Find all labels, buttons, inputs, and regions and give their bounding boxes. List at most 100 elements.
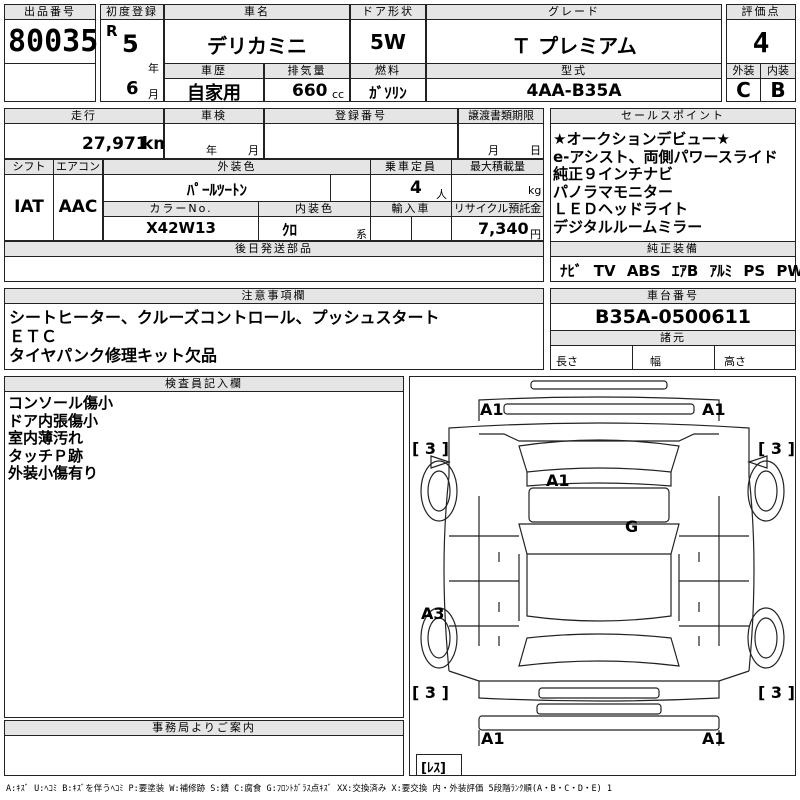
inspection-month-unit: 月 <box>248 144 259 157</box>
model-value: 4AA-B35A <box>526 81 622 101</box>
recycle-value: 7,340 <box>478 219 529 238</box>
reg-year-unit: 年 <box>148 62 159 75</box>
displacement-label: 排気量 <box>264 63 350 79</box>
shift-value: IAT <box>14 197 44 217</box>
interior-label: 内装 <box>760 63 796 79</box>
interior-color-box <box>258 216 371 241</box>
transfer-label: 譲渡書類期限 <box>458 108 544 124</box>
color-value: ﾊﾟｰﾙﾂｰﾄﾝ <box>186 181 247 199</box>
model-box <box>426 78 722 102</box>
tire-front-right: [ 3 ] <box>758 439 795 458</box>
car-name-label: 車名 <box>164 4 350 20</box>
inspector-line: コンソール傷小 <box>8 394 114 412</box>
grade-label: グレード <box>426 4 722 20</box>
first-reg-box <box>100 4 164 102</box>
door-label: ドア形状 <box>350 4 426 20</box>
later-parts-box <box>4 256 544 282</box>
shift-label: シフト <box>4 159 54 175</box>
import-box <box>370 216 412 241</box>
recycle-label: リサイクル預託金 <box>451 201 544 217</box>
reg-month-unit: 月 <box>148 88 159 101</box>
first-reg-label: 初度登録 <box>100 4 164 20</box>
inspector-line: タッチＰ跡 <box>8 446 84 465</box>
grade-value: Ｔ プレミアム <box>511 34 637 58</box>
inspection-year-unit: 年 <box>206 144 217 157</box>
later-parts-label: 後日発送部品 <box>4 241 544 257</box>
damage-a1-rear-right: A1 <box>702 729 726 748</box>
height-box <box>714 345 796 370</box>
history-box <box>164 78 264 102</box>
fuel-label: 燃料 <box>350 63 426 79</box>
car-name: デリカミニ <box>207 34 307 58</box>
exterior-label: 外装 <box>726 63 761 79</box>
lot-lower-box <box>4 63 96 102</box>
reg-year: 5 <box>122 30 139 58</box>
color-no-box <box>103 216 259 241</box>
equipment-label: 純正装備 <box>550 241 796 257</box>
mileage-box <box>4 123 164 159</box>
notes-line: タイヤパンク修理キット欠品 <box>9 346 218 365</box>
equipment-item: ﾅﾋﾞ <box>560 262 583 280</box>
notes-label: 注意事項欄 <box>4 288 544 304</box>
model-label: 型式 <box>426 63 722 79</box>
width-box <box>632 345 715 370</box>
transfer-day-unit: 日 <box>530 144 541 157</box>
length-box <box>550 345 633 370</box>
sales-item: パノラマモニター <box>553 182 674 201</box>
interior-color-label: 内装色 <box>258 201 371 217</box>
damage-a1-front-left: A1 <box>480 400 504 419</box>
chassis-value: B35A-0500611 <box>594 306 752 328</box>
capacity-unit: 人 <box>436 188 447 201</box>
displacement-box <box>264 78 350 102</box>
sales-item: ＬＥＤヘッドライト <box>553 200 689 218</box>
inspector-line: 室内薄汚れ <box>8 429 84 447</box>
legend: A:ｷｽﾞ U:ﾍｺﾐ B:ｷｽﾞを伴うﾍｺﾐ P:要塗装 W:補修跡 S:錆 … <box>6 784 612 794</box>
tire-front-left: [ 3 ] <box>412 439 449 458</box>
height-label: 高さ <box>724 355 746 368</box>
plate-label: 登録番号 <box>264 108 458 124</box>
transfer-box <box>458 123 544 159</box>
mileage-label: 走行 <box>4 108 164 124</box>
inspector-line: 外装小傷有り <box>8 464 99 482</box>
era: R <box>106 22 118 40</box>
ac-box <box>53 174 103 241</box>
capacity-value: 4 <box>410 178 422 198</box>
interior-color-value: ｸﾛ <box>282 221 298 239</box>
fuel-value: ｶﾞｿﾘﾝ <box>369 84 407 102</box>
fuel-box <box>350 78 426 102</box>
office-label: 事務局よりご案内 <box>4 720 404 736</box>
inspection-box <box>164 123 264 159</box>
damage-a3-side: A3 <box>421 604 445 623</box>
color-label: 外装色 <box>103 159 371 175</box>
recycle-box <box>451 216 544 241</box>
notes-line: シートヒーター、クルーズコントロール、プッシュスタート <box>9 308 440 327</box>
interior-color-unit: 系 <box>356 228 367 241</box>
color-no-label: カラーNo. <box>103 201 259 217</box>
score-value: 4 <box>752 26 770 59</box>
spare-tire-box <box>416 754 462 776</box>
color-no-value: X42W13 <box>146 219 216 237</box>
sales-item: 純正９インチナビ <box>553 165 674 183</box>
equipment-item: PW <box>776 262 800 280</box>
ac-value: AAC <box>58 197 98 217</box>
tire-rear-right: [ 3 ] <box>758 683 795 702</box>
sales-item: ★オークションデビュー★ <box>553 130 730 148</box>
exterior-value: C <box>736 78 751 102</box>
score-label: 評価点 <box>726 4 796 20</box>
color-extra-box <box>330 174 371 202</box>
plate-box <box>264 123 458 159</box>
damage-g-windshield: G <box>625 517 639 536</box>
import-box-2 <box>411 216 452 241</box>
ac-label: エアコン <box>53 159 103 175</box>
load-unit: kg <box>528 184 542 197</box>
sales-label: セールスポイント <box>550 108 796 124</box>
inspector-box <box>4 376 404 718</box>
width-label: 幅 <box>650 355 661 368</box>
displacement-unit: cc <box>332 88 345 101</box>
interior-box <box>760 78 796 102</box>
damage-a1-rear-left: A1 <box>481 729 505 748</box>
notes-line: ＥＴＣ <box>9 327 58 346</box>
equipment-list: ﾅﾋﾞ TV ABS ｴｱB ｱﾙﾐ PS PW <box>560 260 800 281</box>
dims-label: 諸元 <box>550 330 796 346</box>
notes-list: シートヒーター、クルーズコントロール、プッシュスタート ＥＴＣ タイヤパンク修理… <box>9 308 440 365</box>
